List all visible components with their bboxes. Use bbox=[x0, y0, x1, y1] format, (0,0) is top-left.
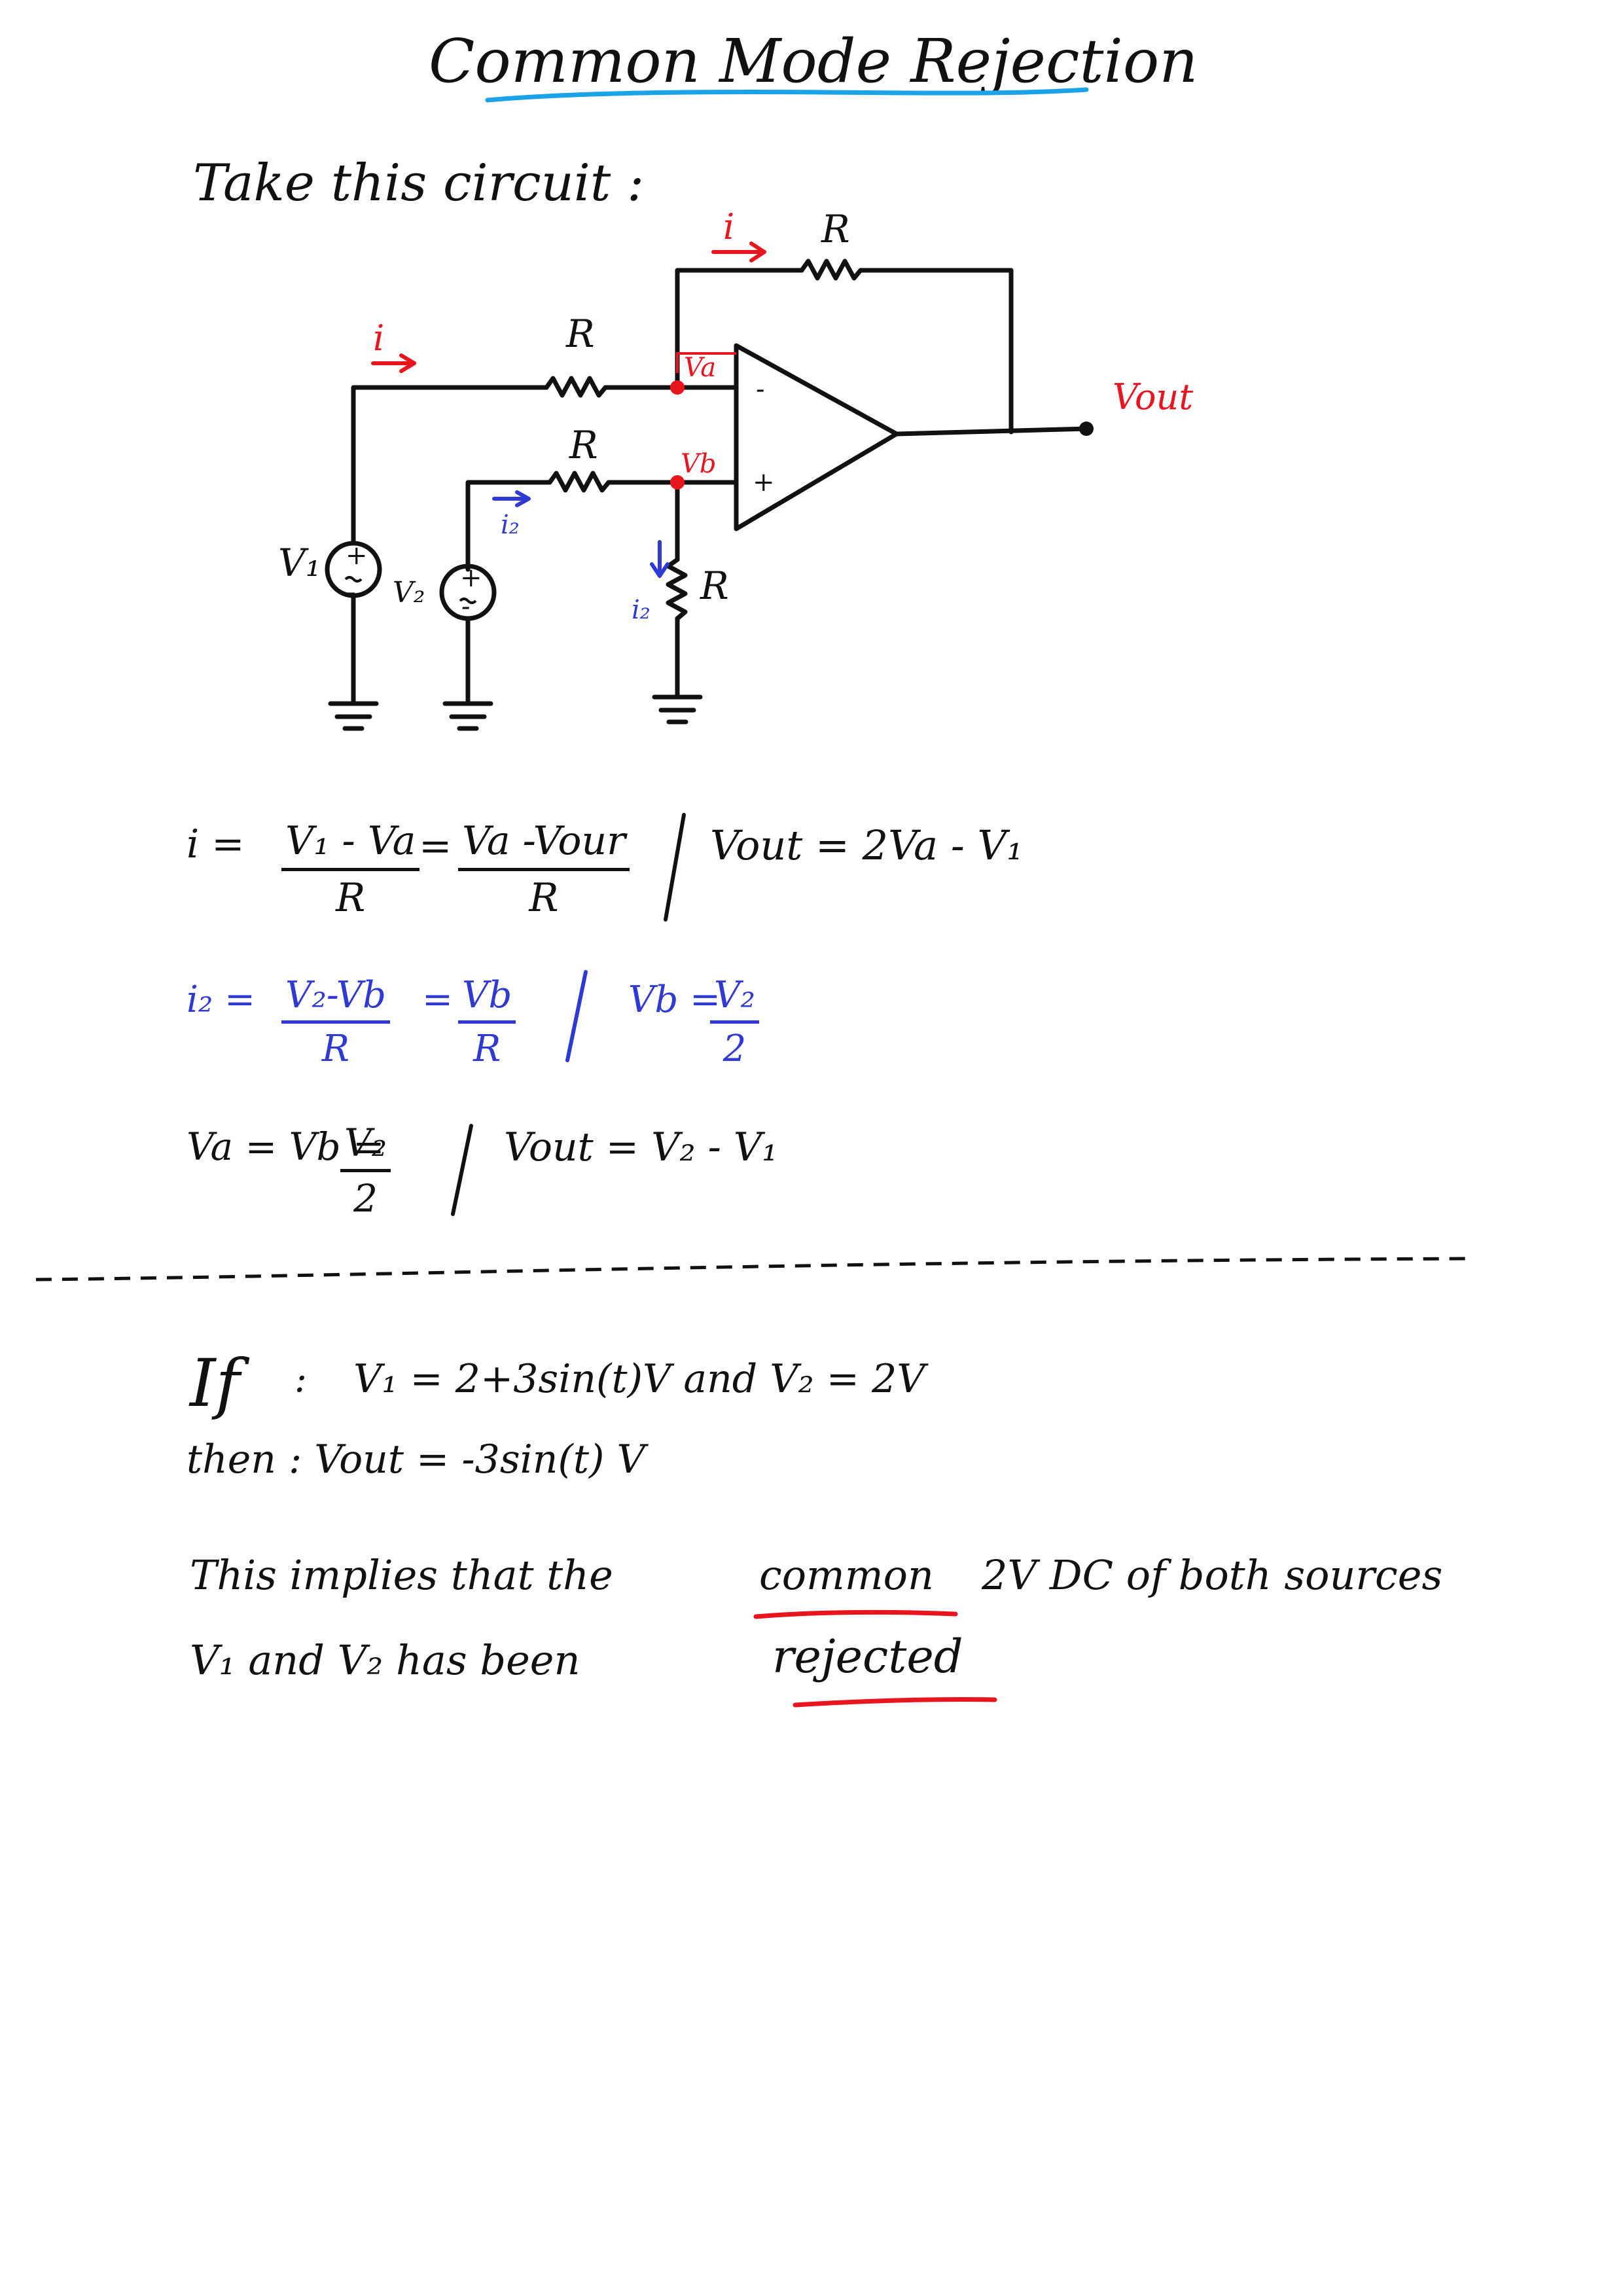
eq1-fraction-1: V₁ - Va R bbox=[281, 818, 420, 921]
eq2-result-fraction: V₂ 2 bbox=[710, 974, 759, 1070]
eq2-lhs: i₂ = bbox=[187, 978, 256, 1021]
eq3-lhs: Va = Vb = bbox=[187, 1124, 385, 1169]
opamp-plus-sign: + bbox=[753, 467, 775, 497]
conclusion-line-3: V₁ and V₂ has been bbox=[190, 1636, 580, 1684]
node-a-label: Va bbox=[684, 353, 716, 383]
v1-label: V₁ bbox=[278, 541, 321, 585]
eq1-equals: = bbox=[419, 823, 452, 869]
r-ground-label: R bbox=[700, 564, 729, 608]
if-colon: : bbox=[294, 1358, 307, 1401]
condition-text: V₁ = 2+3sin(t)V and V₂ = 2V bbox=[353, 1356, 925, 1402]
eq2-f2-numerator: Vb bbox=[458, 974, 516, 1024]
page-title: Common Mode Rejection bbox=[429, 26, 1198, 96]
eq1-f1-numerator: V₁ - Va bbox=[281, 818, 420, 871]
i2-top-label: i₂ bbox=[501, 510, 520, 540]
node-b-label: Vb bbox=[681, 449, 717, 479]
intro-text: Take this circuit : bbox=[193, 154, 645, 213]
v2-minus-sign: - bbox=[461, 592, 471, 622]
eq2-fraction-2: Vb R bbox=[458, 974, 516, 1070]
eq1-lhs: i = bbox=[187, 821, 245, 867]
eq2-res-numerator: V₂ bbox=[710, 974, 759, 1024]
eq2-f2-denominator: R bbox=[473, 1028, 501, 1070]
node-a-dot bbox=[670, 380, 685, 395]
common-underline bbox=[753, 1609, 958, 1619]
vout-dot bbox=[1079, 422, 1094, 436]
eq3-separator bbox=[451, 1124, 473, 1216]
rejected-word: rejected bbox=[772, 1630, 963, 1683]
circuit-diagram: + - + - - + R R R R V₁ V₂ i i Va Vb Vout… bbox=[278, 206, 1193, 731]
r-top-label: R bbox=[565, 312, 595, 356]
conclusion-line-2: 2V DC of both sources bbox=[982, 1551, 1443, 1599]
eq2-equals: = bbox=[422, 978, 453, 1021]
conclusion-line-1: This implies that the bbox=[190, 1551, 613, 1599]
i2-side-label: i₂ bbox=[632, 595, 651, 625]
eq1-f1-denominator: R bbox=[336, 875, 366, 921]
eq2-fraction-1: V₂-Vb R bbox=[281, 974, 391, 1070]
r-feedback-label: R bbox=[821, 207, 850, 251]
vout-label: Vout bbox=[1113, 376, 1193, 418]
node-b-dot bbox=[670, 475, 685, 490]
r-mid-label: R bbox=[569, 423, 598, 467]
eq2-f1-denominator: R bbox=[321, 1028, 350, 1070]
v2-plus-sign: + bbox=[460, 563, 482, 593]
eq3-numerator: V₂ bbox=[340, 1121, 391, 1172]
eq3-fraction: V₂ 2 bbox=[340, 1121, 391, 1221]
eq3-result: Vout = V₂ - V₁ bbox=[504, 1124, 778, 1170]
eq2-f1-numerator: V₂-Vb bbox=[281, 974, 391, 1024]
opamp-minus-sign: - bbox=[756, 374, 765, 404]
v1-plus-sign: + bbox=[346, 541, 368, 571]
v1-minus-sign: - bbox=[347, 577, 356, 607]
eq1-separator bbox=[664, 813, 686, 922]
eq1-result: Vout = 2Va - V₁ bbox=[710, 821, 1024, 869]
rejected-underline bbox=[793, 1696, 997, 1708]
eq2-result-lhs: Vb = bbox=[628, 978, 721, 1021]
then-text: then : Vout = -3sin(t) V bbox=[187, 1437, 645, 1482]
i-feedback-label: i bbox=[723, 206, 734, 247]
if-word: If bbox=[190, 1345, 240, 1422]
i-input-label: i bbox=[373, 317, 384, 359]
eq1-fraction-2: Va -Vour R bbox=[458, 818, 630, 921]
common-word: common bbox=[759, 1551, 934, 1599]
eq3-denominator: 2 bbox=[353, 1176, 378, 1221]
eq2-res-denominator: 2 bbox=[722, 1028, 747, 1070]
section-divider bbox=[35, 1257, 1473, 1282]
v2-label: V₂ bbox=[393, 576, 425, 609]
title-underline bbox=[485, 87, 1089, 103]
eq1-f2-numerator: Va -Vour bbox=[458, 818, 630, 871]
eq1-f2-denominator: R bbox=[529, 875, 559, 921]
eq2-separator bbox=[565, 970, 588, 1062]
